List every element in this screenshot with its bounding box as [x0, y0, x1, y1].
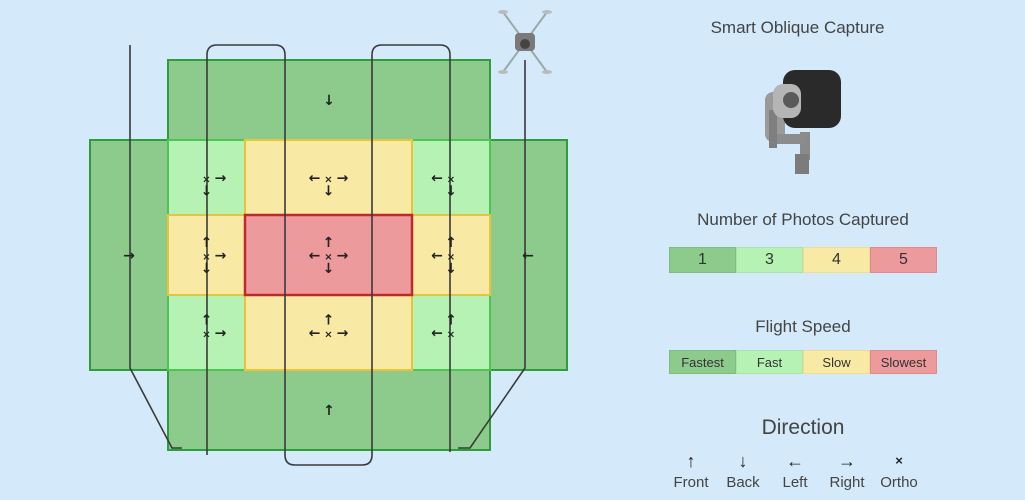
zone-lower-center	[244, 294, 413, 371]
direction-ortho-icon: ×	[202, 175, 210, 186]
direction-item: ↓ Back	[717, 448, 769, 491]
direction-ortho-icon: ×	[202, 252, 210, 263]
arrow-down-icon: ↓	[738, 451, 748, 471]
direction-front-icon: ↑	[323, 403, 335, 419]
zone-top-center	[167, 59, 491, 141]
gimbal-camera-icon	[765, 70, 841, 174]
speed-legend-title: Flight Speed	[755, 317, 851, 336]
direction-front-icon: ↑	[201, 235, 213, 251]
direction-left-icon: ←	[431, 326, 443, 342]
direction-ortho-icon: ×	[447, 175, 455, 186]
photo-panel-title: Smart Oblique Capture	[710, 18, 885, 37]
direction-front-icon: ↑	[201, 313, 213, 329]
direction-item: × Ortho	[873, 448, 925, 491]
direction-ortho-icon: ×	[324, 252, 332, 263]
direction-label: Ortho	[880, 474, 918, 491]
photos-legend-item: 3	[736, 247, 803, 273]
speed-legend-item: Slowest	[870, 350, 937, 374]
direction-ortho-icon: ×	[324, 175, 332, 186]
direction-item: → Right	[821, 448, 873, 491]
direction-back-icon: ↓	[201, 184, 213, 200]
direction-front-icon: ↑	[445, 235, 457, 251]
direction-right-icon: →	[337, 248, 349, 264]
direction-label: Front	[673, 474, 709, 491]
drone-icon	[498, 10, 552, 74]
direction-left-icon: ←	[309, 171, 321, 187]
direction-right-icon: →	[215, 171, 227, 187]
zone-middle-right	[411, 214, 491, 296]
direction-legend-title: Direction	[761, 416, 845, 439]
direction-left-icon: ←	[522, 248, 534, 264]
speed-legend-item: Fastest	[669, 350, 736, 374]
direction-item: ← Left	[769, 448, 821, 491]
direction-ortho-icon: ×	[447, 252, 455, 263]
zone-middle-far-right	[489, 139, 568, 371]
direction-left-icon: ←	[309, 326, 321, 342]
direction-right-icon: →	[123, 248, 135, 264]
direction-back-icon: ↓	[445, 261, 457, 277]
direction-left-icon: ←	[431, 171, 443, 187]
direction-front-icon: ↑	[323, 313, 335, 329]
zone-bottom-center	[167, 369, 491, 451]
direction-back-icon: ↓	[323, 93, 335, 109]
direction-legend: ↑ Front ↓ Back ← Left → Right × Ortho	[665, 448, 925, 491]
direction-label: Right	[829, 474, 865, 491]
speed-legend-item: Fast	[736, 350, 803, 374]
flight-path-inner-left	[206, 44, 451, 466]
direction-ortho-icon: ×	[202, 330, 210, 341]
arrow-up-icon: ↑	[686, 451, 696, 471]
photos-legend-item: 5	[870, 247, 937, 273]
direction-front-icon: ↑	[323, 235, 335, 251]
photos-legend-title: Number of Photos Captured	[697, 210, 909, 229]
zone-middle-far-left	[89, 139, 169, 371]
arrow-left-icon: ←	[786, 451, 804, 471]
arrow-right-icon: →	[838, 451, 856, 471]
direction-label: Left	[782, 474, 808, 491]
direction-right-icon: →	[215, 326, 227, 342]
photos-legend-item: 4	[803, 247, 870, 273]
direction-front-icon: ↑	[445, 313, 457, 329]
direction-left-icon: ←	[309, 248, 321, 264]
direction-back-icon: ↓	[323, 184, 335, 200]
speed-legend-item: Slow	[803, 350, 870, 374]
direction-ortho-icon: ×	[324, 330, 332, 341]
direction-right-icon: →	[215, 248, 227, 264]
direction-label: Back	[726, 474, 760, 491]
flight-path-left	[129, 45, 182, 449]
photos-legend-item: 1	[669, 247, 736, 273]
zone-middle-center	[243, 213, 414, 297]
flight-path-right	[458, 60, 526, 449]
direction-right-icon: →	[337, 326, 349, 342]
direction-left-icon: ←	[431, 248, 443, 264]
direction-ortho-icon: ×	[447, 330, 455, 341]
direction-back-icon: ↓	[201, 261, 213, 277]
direction-right-icon: →	[337, 171, 349, 187]
flight-grid-diagram: ↓→←↑×→↓×←→↓×←↓×↑→↓×↑←→↓×↑←↓×↑→×↑←→×↑←	[89, 10, 568, 466]
cross-icon: ×	[895, 453, 903, 468]
direction-back-icon: ↓	[445, 184, 457, 200]
direction-back-icon: ↓	[323, 261, 335, 277]
direction-item: ↑ Front	[665, 448, 717, 491]
